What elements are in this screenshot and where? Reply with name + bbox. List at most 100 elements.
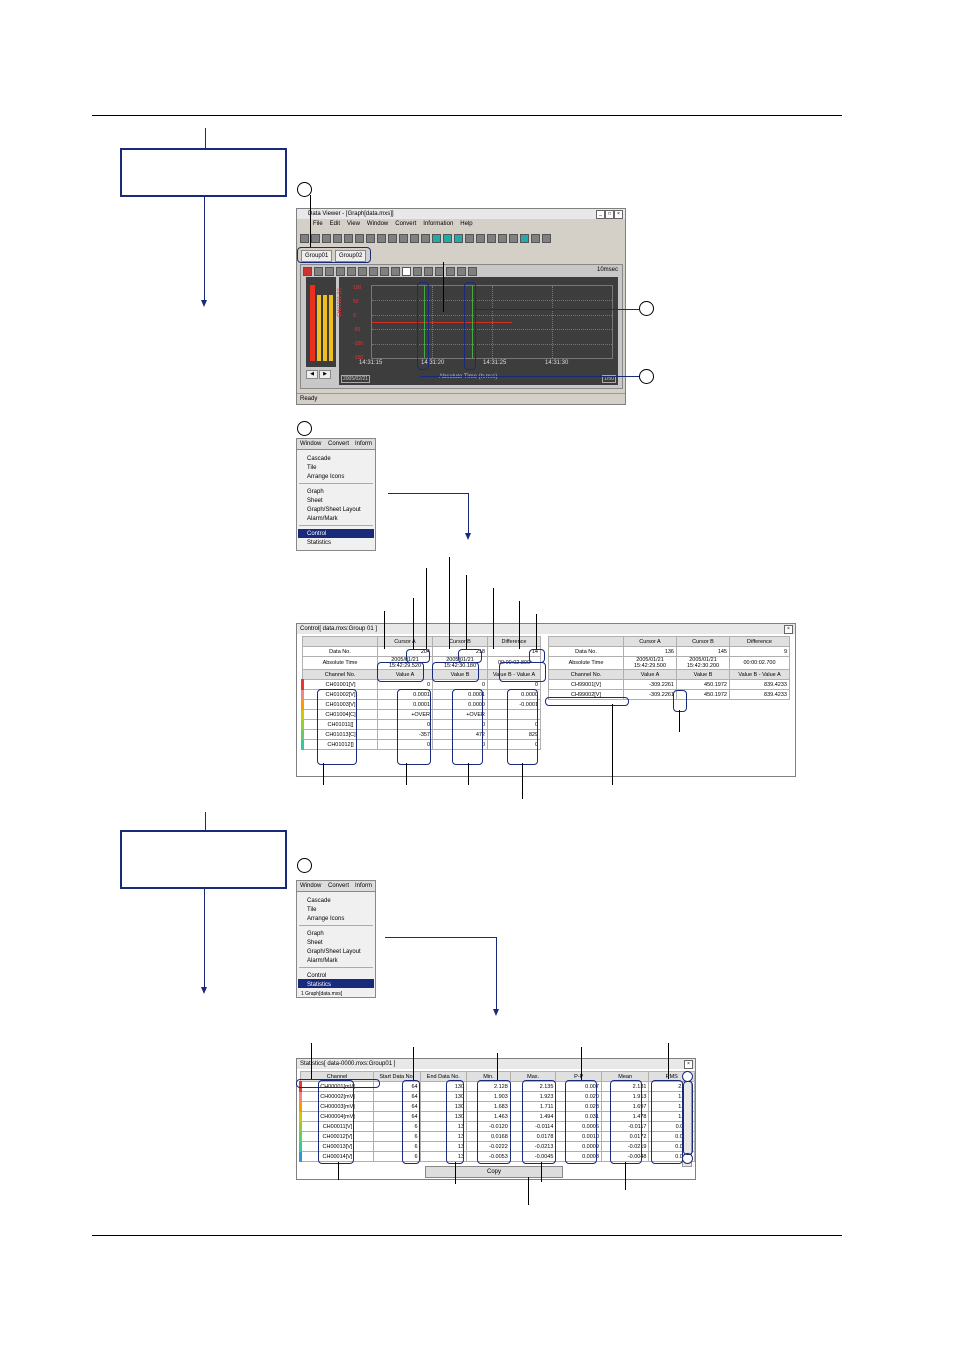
close-button[interactable]: ×	[684, 1060, 693, 1069]
menu-item-graph-sheet-layout[interactable]: Graph/Sheet Layout	[307, 949, 361, 955]
menu-item-sheet[interactable]: Sheet	[307, 940, 323, 946]
grid-line	[372, 343, 612, 346]
cursor-icon[interactable]	[369, 267, 378, 276]
find-icon[interactable]	[333, 234, 342, 243]
menu-item-cascade[interactable]: Cascade	[307, 456, 331, 462]
cursor-b[interactable]	[472, 286, 473, 358]
cursor-icon[interactable]	[380, 267, 389, 276]
mark-icon[interactable]	[457, 267, 466, 276]
callout-leader	[384, 611, 385, 649]
cursor-icon[interactable]	[377, 234, 386, 243]
menu-item-tile[interactable]: Tile	[307, 907, 317, 913]
zoom-in-icon[interactable]	[314, 267, 323, 276]
graph-toolbar	[303, 267, 479, 276]
cursor-header: Cursor B	[676, 636, 730, 647]
cursor-icon[interactable]	[358, 267, 367, 276]
maximize-button[interactable]: □	[605, 210, 614, 219]
menu-header-inform[interactable]: Inform	[355, 441, 373, 447]
data-no-value: 9	[729, 646, 790, 657]
menu-header-convert[interactable]: Convert	[328, 441, 350, 447]
cursor-icon[interactable]	[347, 267, 356, 276]
menu-partial-item[interactable]: 1 Graph[data.mxs]	[301, 991, 343, 997]
cursor-icon[interactable]	[399, 234, 408, 243]
save-icon[interactable]	[336, 267, 345, 276]
menu-item-arrange-icons[interactable]: Arrange Icons	[307, 916, 345, 922]
sheet-icon[interactable]	[443, 234, 452, 243]
minimize-button[interactable]: _	[596, 210, 605, 219]
graph-icon[interactable]	[432, 234, 441, 243]
cursor-icon[interactable]	[344, 234, 353, 243]
cursor-icon[interactable]	[391, 267, 400, 276]
close-graph-icon[interactable]	[303, 267, 312, 276]
copy-button[interactable]: Copy	[425, 1166, 563, 1178]
save-icon[interactable]	[311, 234, 320, 243]
meter-scroll-right[interactable]: ▶	[319, 370, 331, 379]
menu-item-control[interactable]: Control	[307, 973, 327, 979]
tab-group02[interactable]: Group02	[335, 250, 367, 262]
layout-icon[interactable]	[402, 267, 411, 276]
menu-item-graph[interactable]: Graph	[307, 489, 324, 495]
menu-item-help[interactable]: Help	[460, 221, 473, 227]
menu-item-information[interactable]: Information	[423, 221, 454, 227]
menu-item-graph-sheet-layout[interactable]: Graph/Sheet Layout	[307, 507, 361, 513]
menu-item-graph[interactable]: Graph	[307, 931, 324, 937]
stats-icon[interactable]	[465, 234, 474, 243]
layout-icon[interactable]	[498, 234, 507, 243]
menu-header-convert[interactable]: Convert	[328, 883, 350, 889]
flow-arrow	[493, 1009, 499, 1016]
menu-item-file[interactable]: File	[313, 221, 323, 227]
menu-item-edit[interactable]: Edit	[329, 221, 341, 227]
cursor-a[interactable]	[424, 286, 425, 358]
menu-item-alarm-mark[interactable]: Alarm/Mark	[307, 958, 338, 964]
control-icon[interactable]	[454, 234, 463, 243]
cursor-icon[interactable]	[366, 234, 375, 243]
data-viewer-window: Data Viewer - [Graph[data.mxs]] _ □ × Fi…	[296, 208, 626, 405]
close-button[interactable]: ×	[784, 625, 793, 634]
print-icon[interactable]	[531, 234, 540, 243]
menu-item-statistics[interactable]: Statistics	[307, 982, 332, 988]
help-icon[interactable]	[542, 234, 551, 243]
menu-item-sheet[interactable]: Sheet	[307, 498, 323, 504]
open-icon[interactable]	[300, 234, 309, 243]
menu-item-window[interactable]: Window	[366, 221, 389, 227]
grid-line	[372, 300, 612, 302]
meter-scroll-left[interactable]: ◀	[306, 370, 318, 379]
layout-icon[interactable]	[476, 234, 485, 243]
menu-item-tile[interactable]: Tile	[307, 465, 317, 471]
cursor-icon[interactable]	[410, 234, 419, 243]
zoom-out-icon[interactable]	[325, 267, 334, 276]
abs-time-clock: 15:42:30.180	[443, 663, 477, 669]
menu-item-arrange-icons[interactable]: Arrange Icons	[307, 474, 345, 480]
data-no-value[interactable]: 145	[676, 646, 730, 657]
cursor-icon[interactable]	[355, 234, 364, 243]
menu-item-statistics[interactable]: Statistics	[307, 540, 332, 546]
layout-icon[interactable]	[487, 234, 496, 243]
meter-bar	[317, 295, 321, 361]
cursor-icon[interactable]	[421, 234, 430, 243]
layout-icon[interactable]	[509, 234, 518, 243]
menu-item-cascade[interactable]: Cascade	[307, 898, 331, 904]
status-text: Ready	[300, 396, 318, 402]
menu-header-inform[interactable]: Inform	[355, 883, 373, 889]
menu-item-control[interactable]: Control	[307, 531, 327, 537]
menu-header-window[interactable]: Window	[300, 441, 322, 447]
data-no-value[interactable]: 136	[623, 646, 677, 657]
menu-item-alarm-mark[interactable]: Alarm/Mark	[307, 516, 338, 522]
cursor-icon[interactable]	[388, 234, 397, 243]
callout-leader	[536, 614, 537, 649]
close-button[interactable]: ×	[614, 210, 623, 219]
menu-header-window[interactable]: Window	[300, 883, 322, 889]
panel-icon[interactable]	[520, 234, 529, 243]
flow-line	[204, 887, 205, 987]
tab-group01[interactable]: Group01	[301, 250, 333, 262]
mark-icon[interactable]	[468, 267, 477, 276]
copy-icon[interactable]	[322, 234, 331, 243]
menu-item-view[interactable]: View	[347, 221, 360, 227]
layout-icon[interactable]	[424, 267, 433, 276]
mark-icon[interactable]	[446, 267, 455, 276]
step-box-2	[120, 830, 287, 889]
menu-item-convert[interactable]: Convert	[395, 221, 417, 227]
layout-icon[interactable]	[413, 267, 422, 276]
